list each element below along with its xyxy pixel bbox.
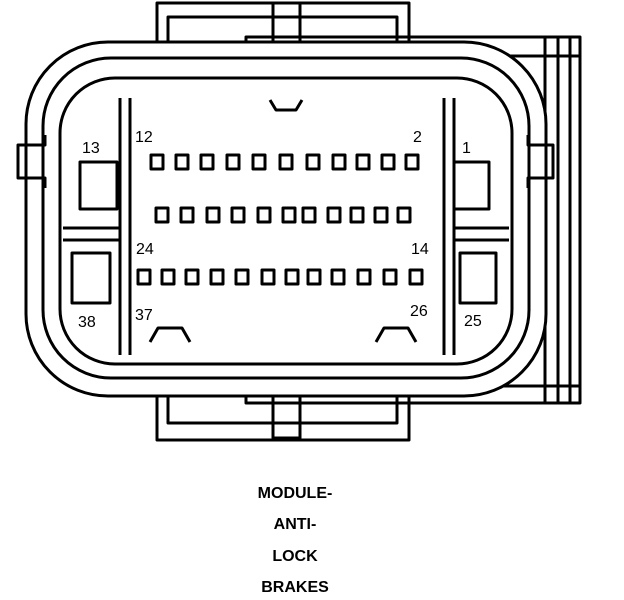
terminal-cavity-bottom-4 <box>209 268 225 286</box>
terminal-cavity-bottom-7 <box>284 268 300 286</box>
pin-label-2: 2 <box>413 129 422 146</box>
terminal-cavity-bottom-2 <box>160 268 176 286</box>
terminal-cavity-top-9 <box>355 153 371 171</box>
terminal-cavity-top-6 <box>278 153 294 171</box>
pin-label-13: 13 <box>82 140 100 157</box>
pin-label-37: 37 <box>135 307 153 324</box>
cavity-13 <box>78 160 119 211</box>
terminal-cavity-middle-5 <box>256 206 272 224</box>
terminal-cavity-top-5 <box>251 153 267 171</box>
terminal-cavity-middle-4 <box>230 206 246 224</box>
terminal-cavity-middle-9 <box>349 206 365 224</box>
terminal-cavity-top-4 <box>225 153 241 171</box>
terminal-cavity-bottom-10 <box>356 268 372 286</box>
terminal-cavity-bottom-3 <box>184 268 200 286</box>
cavity-38 <box>70 251 112 305</box>
terminal-cavity-bottom-5 <box>234 268 250 286</box>
terminal-cavity-bottom-6 <box>260 268 276 286</box>
terminal-cavity-middle-7 <box>301 206 317 224</box>
pin-label-25: 25 <box>464 313 482 330</box>
terminal-cavity-bottom-8 <box>306 268 322 286</box>
terminal-cavity-middle-1 <box>154 206 170 224</box>
connector-caption: MODULE- ANTI- LOCK BRAKES <box>258 485 333 596</box>
terminal-cavity-top-2 <box>174 153 190 171</box>
small-cavities <box>136 153 424 286</box>
terminal-cavity-top-8 <box>331 153 347 171</box>
terminal-cavity-bottom-1 <box>136 268 152 286</box>
terminal-cavity-top-10 <box>380 153 396 171</box>
terminal-cavity-middle-8 <box>326 206 342 224</box>
caption-line-4: BRAKES <box>261 579 329 596</box>
terminal-cavity-middle-3 <box>205 206 221 224</box>
terminal-cavity-top-3 <box>199 153 215 171</box>
pin-label-38: 38 <box>78 314 96 331</box>
pin-label-1: 1 <box>462 140 471 157</box>
terminal-cavity-middle-6 <box>281 206 297 224</box>
pin-label-12: 12 <box>135 129 153 146</box>
terminal-cavity-bottom-11 <box>382 268 398 286</box>
cavity-1 <box>452 160 491 211</box>
terminal-cavity-middle-2 <box>179 206 195 224</box>
terminal-cavity-top-1 <box>149 153 165 171</box>
terminal-cavity-top-11 <box>404 153 420 171</box>
terminal-cavity-bottom-9 <box>330 268 346 286</box>
divider-walls <box>63 98 509 355</box>
terminal-cavity-middle-10 <box>373 206 389 224</box>
caption-line-2: ANTI- <box>274 516 317 533</box>
cavity-25 <box>458 251 498 305</box>
terminal-cavity-middle-11 <box>396 206 412 224</box>
connector-housing <box>16 40 555 398</box>
caption-line-1: MODULE- <box>258 485 333 502</box>
pin-label-26: 26 <box>410 303 428 320</box>
large-cavities <box>70 160 498 305</box>
polarization-keys <box>148 99 418 343</box>
terminal-cavity-top-7 <box>305 153 321 171</box>
terminal-cavity-bottom-12 <box>408 268 424 286</box>
caption-line-3: LOCK <box>272 548 318 565</box>
pin-labels: 12 2 13 1 24 14 38 37 26 25 <box>78 129 482 331</box>
side-ribs <box>543 37 582 403</box>
pin-label-24: 24 <box>136 241 154 258</box>
pin-label-14: 14 <box>411 241 429 258</box>
